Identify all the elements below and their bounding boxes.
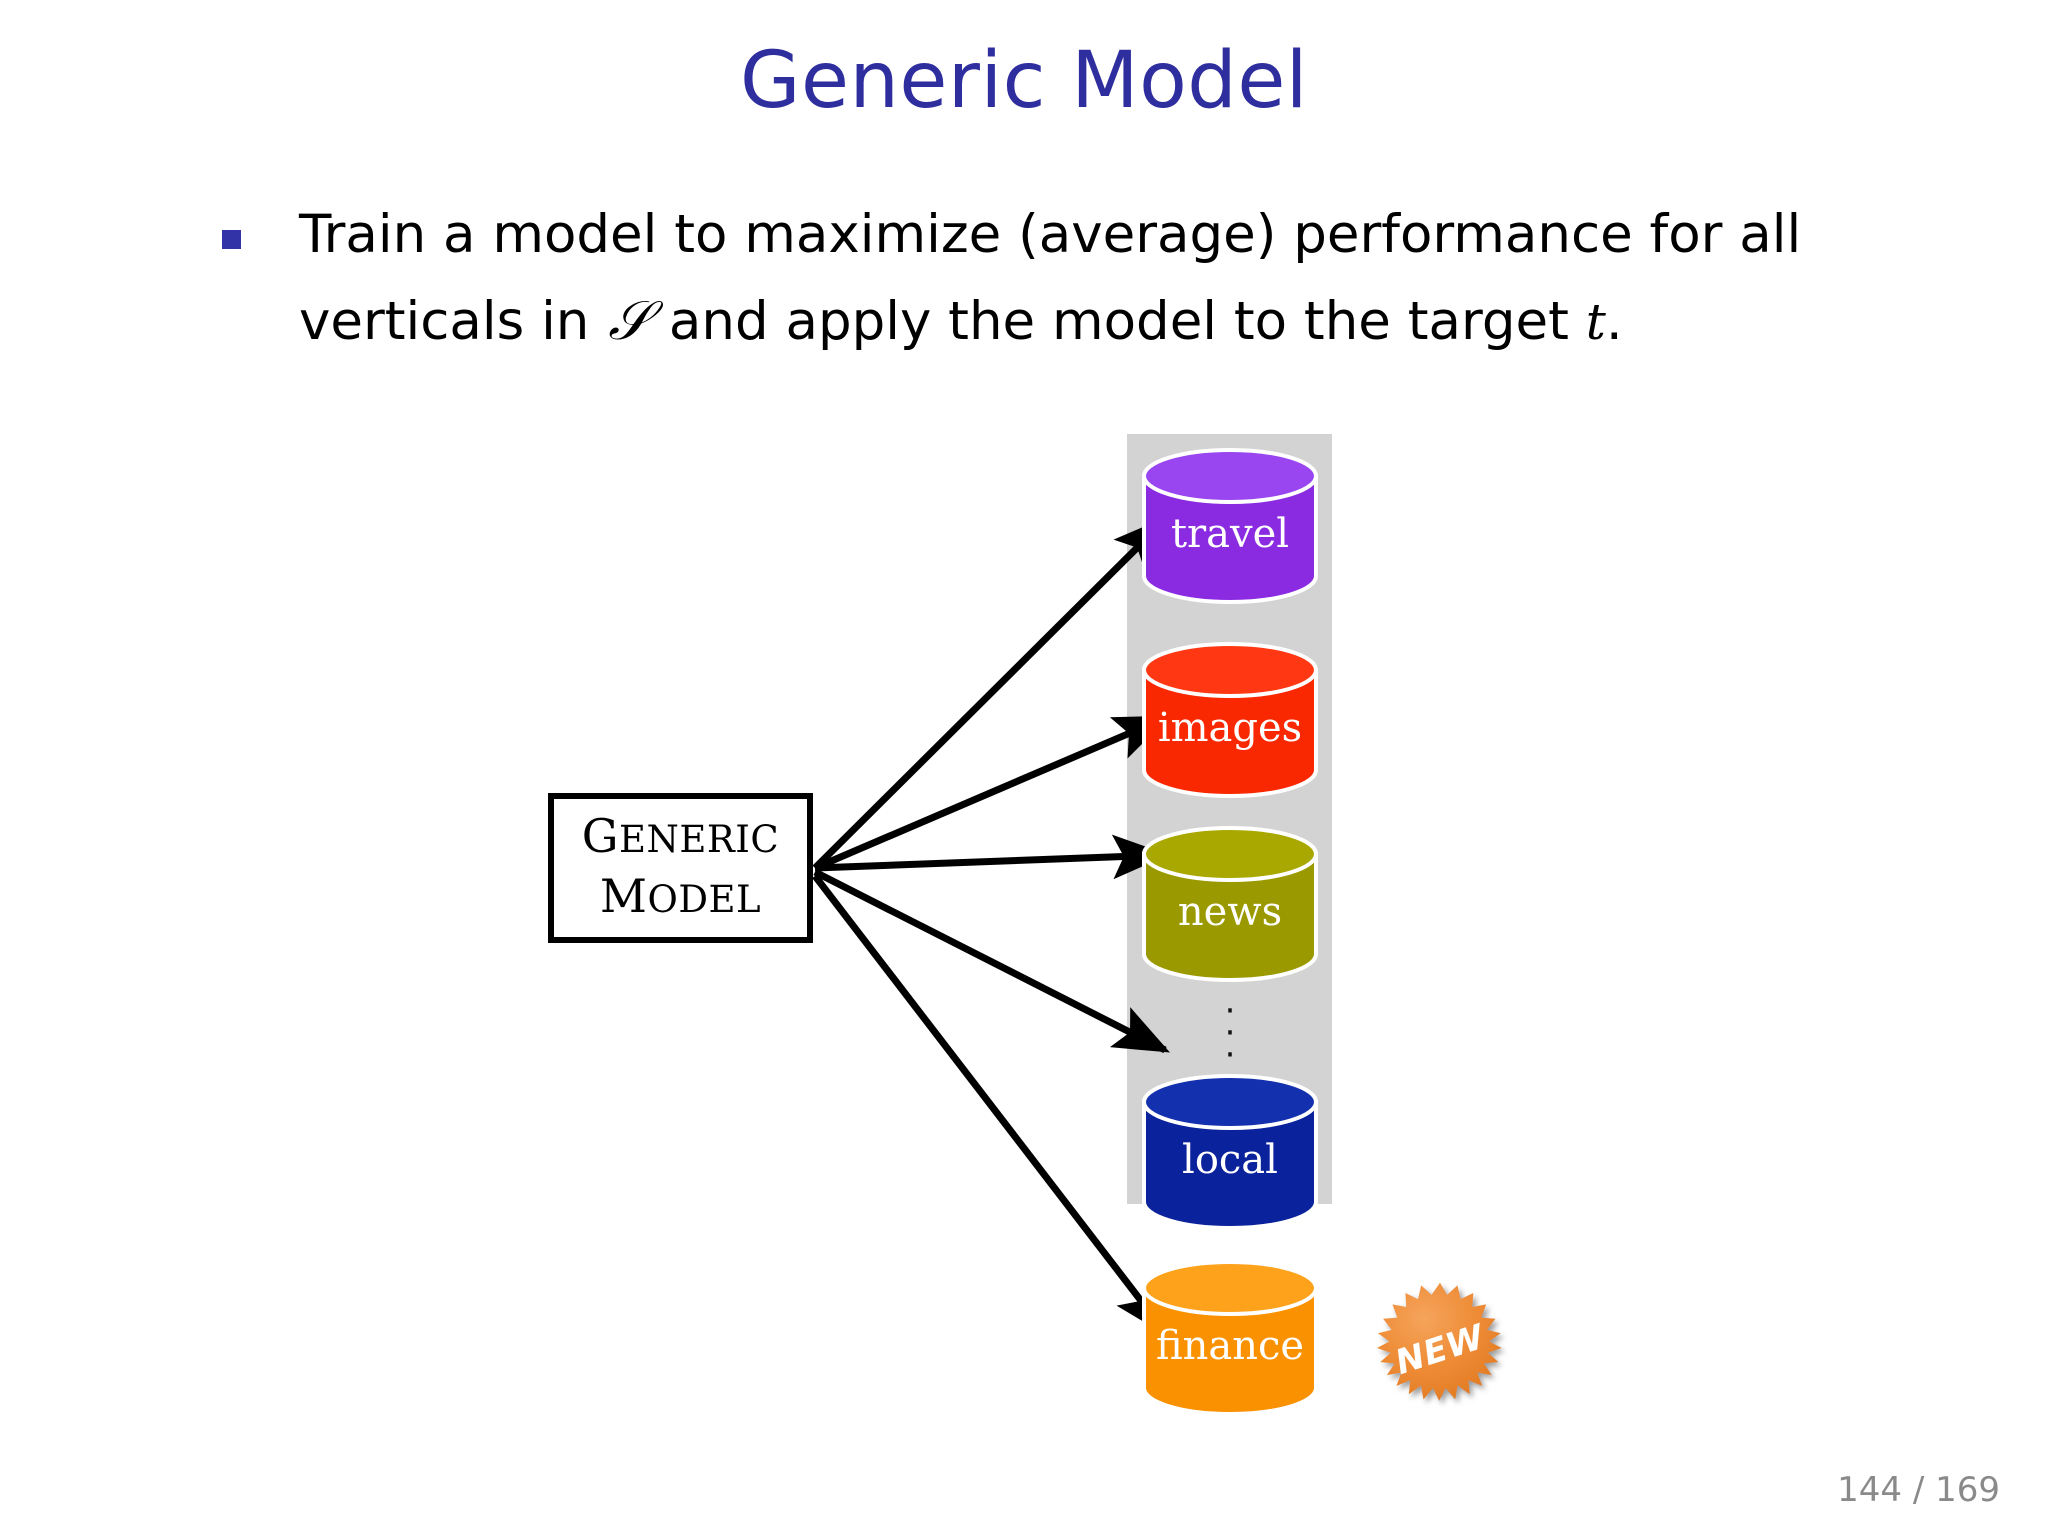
starburst-icon	[1377, 1282, 1502, 1401]
cylinder-shape-finance	[1142, 1260, 1318, 1416]
vertical-cylinder-local[interactable]: local	[1140, 1072, 1320, 1232]
bullet-line-2-part-2: and apply the model to the target	[668, 291, 1569, 352]
arrow-to-local	[813, 868, 1170, 1054]
arrow-to-finance	[812, 873, 1169, 1337]
vertical-ellipsis-icon: ···	[1224, 991, 1236, 1075]
page-number: 144 / 169	[1837, 1470, 2000, 1510]
cylinder-shape-images	[1142, 642, 1318, 798]
vertical-cylinder-finance[interactable]: finance	[1140, 1258, 1320, 1418]
vertical-cylinder-images[interactable]: images	[1140, 640, 1320, 800]
math-symbol-set-s: 𝒮	[608, 289, 651, 352]
bullet-line-2: verticals in 𝒮 and apply the model to th…	[299, 278, 1919, 365]
arrow-layer	[812, 516, 1171, 1337]
cylinder-shape-travel	[1142, 448, 1318, 604]
cylinder-shape-local	[1142, 1074, 1318, 1230]
arrow-to-images	[813, 714, 1171, 872]
generic-model-line-1: GENERIC	[581, 809, 780, 863]
bullet-line-1: Train a model to maximize (average) perf…	[299, 204, 1802, 265]
arrow-to-travel	[812, 516, 1169, 871]
generic-model-box[interactable]: GENERIC MODEL	[548, 793, 813, 943]
arrow-to-news	[814, 834, 1169, 880]
new-badge[interactable]: NEW	[1370, 1280, 1510, 1420]
generic-model-line-2: MODEL	[599, 869, 762, 923]
vertical-cylinder-travel[interactable]: travel	[1140, 446, 1320, 606]
generic-model-diagram: GENERIC MODEL travel images news ···	[0, 400, 2048, 1460]
bullet-line-2-part-1: verticals in	[299, 291, 590, 352]
bullet-marker-icon	[222, 230, 241, 249]
vertical-cylinder-news[interactable]: news	[1140, 824, 1320, 984]
page-title: Generic Model	[740, 36, 1308, 126]
math-symbol-target-t: t	[1585, 293, 1606, 351]
cylinder-shape-news	[1142, 826, 1318, 982]
bullet-item-text: Train a model to maximize (average) perf…	[299, 192, 1919, 365]
bullet-line-2-period: .	[1605, 291, 1623, 352]
